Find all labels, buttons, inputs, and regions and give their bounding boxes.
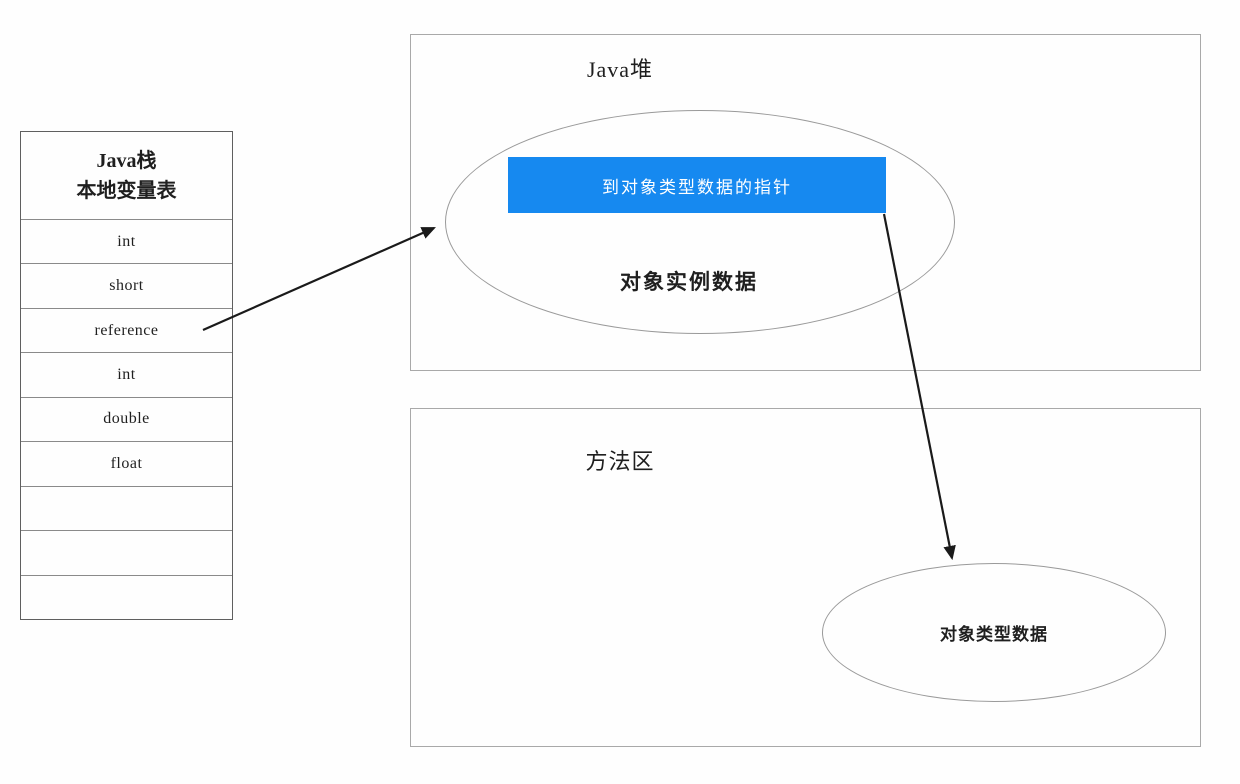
stack-row-empty-3 bbox=[21, 574, 232, 619]
java-stack-table: Java栈 本地变量表 int short reference int doub… bbox=[20, 131, 233, 620]
stack-row-float: float bbox=[21, 441, 232, 485]
stack-row-empty-1 bbox=[21, 485, 232, 530]
stack-row-int-1: int bbox=[21, 219, 232, 263]
method-area-box bbox=[410, 408, 1201, 747]
stack-row-double: double bbox=[21, 396, 232, 441]
java-heap-box bbox=[410, 34, 1201, 371]
heap-object-ellipse bbox=[445, 110, 955, 334]
stack-row-reference: reference bbox=[21, 307, 232, 352]
stack-title: Java栈 bbox=[96, 149, 157, 172]
local-variable-table-title: 本地变量表 bbox=[76, 179, 177, 202]
reference-to-heap-arrow bbox=[202, 226, 436, 332]
stack-table-header: Java栈 本地变量表 bbox=[21, 132, 232, 219]
stack-row-int-2: int bbox=[21, 352, 232, 396]
java-heap-title: Java堆 bbox=[586, 57, 654, 82]
method-area-title: 方法区 bbox=[585, 449, 655, 474]
pointer-to-type-data-box: 到对象类型数据的指针 bbox=[508, 157, 886, 213]
object-type-data-label: 对象类型数据 bbox=[940, 625, 1048, 644]
type-data-ellipse: 对象类型数据 bbox=[822, 563, 1166, 702]
stack-row-short: short bbox=[21, 263, 232, 307]
stack-row-empty-2 bbox=[21, 530, 232, 574]
object-instance-data-label: 对象实例数据 bbox=[620, 270, 758, 294]
